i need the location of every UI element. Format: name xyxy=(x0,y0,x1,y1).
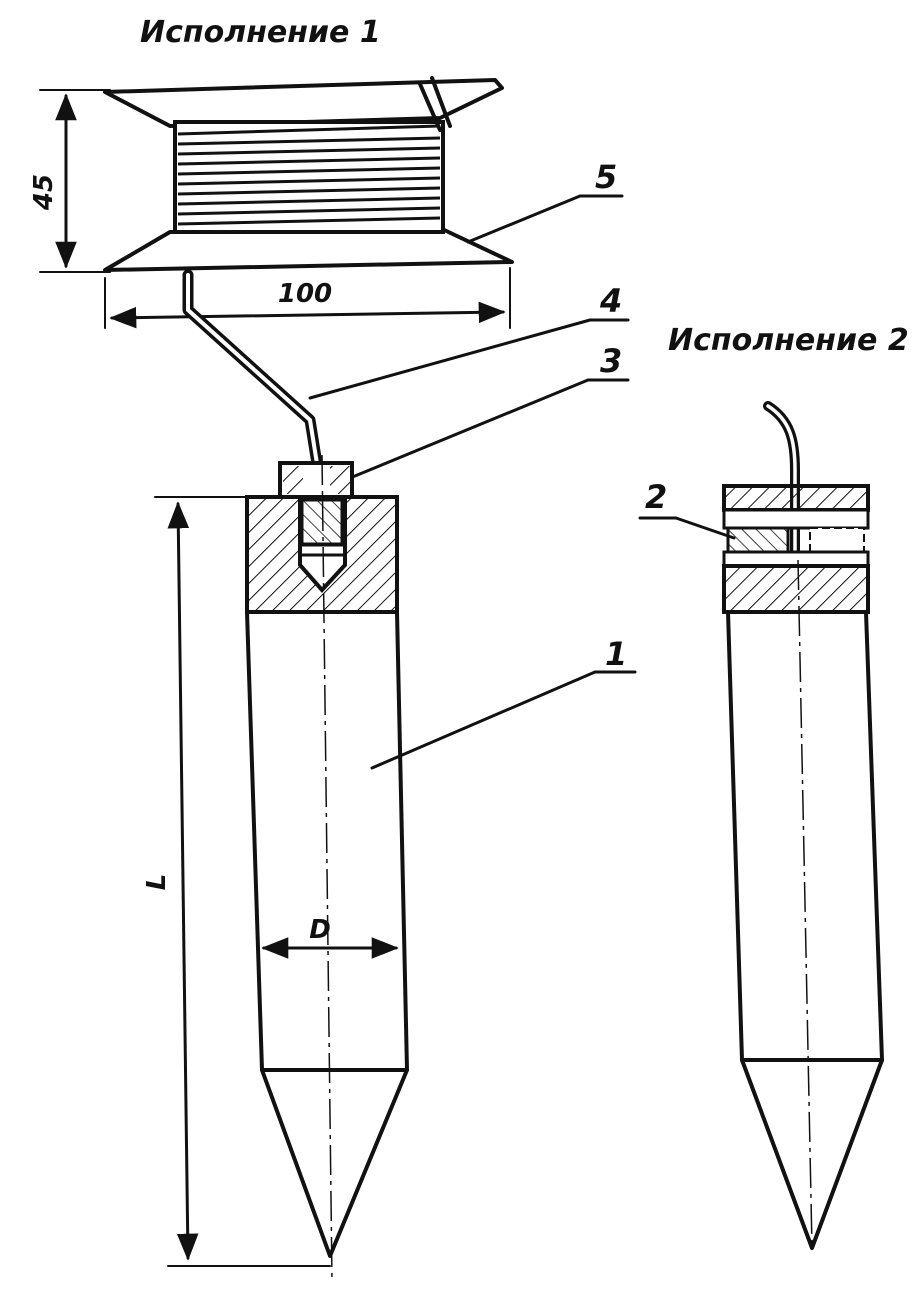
dimension-width-label: 100 xyxy=(278,279,332,309)
dimension-length-label: L xyxy=(142,874,172,891)
dimension-diameter-label: D xyxy=(309,915,331,945)
dimension-height: 45 xyxy=(29,89,111,273)
dimension-width: 100 xyxy=(104,267,511,329)
cable-spool xyxy=(103,76,514,272)
dimension-length: L xyxy=(142,496,331,1267)
callout-part-5: 5 xyxy=(595,158,617,196)
variant-1-title: Исполнение 1 xyxy=(140,15,381,50)
ground-stake-variant-2 xyxy=(722,401,884,1250)
callout-part-4: 4 xyxy=(599,282,622,320)
callout-part-3: 3 xyxy=(600,342,622,380)
callout-part-2: 2 xyxy=(645,478,667,516)
dimension-diameter: D xyxy=(261,915,399,959)
callout-part-1: 1 xyxy=(605,635,627,673)
ground-stake-variant-1 xyxy=(245,454,409,1281)
variant-2-title: Исполнение 2 xyxy=(668,323,909,358)
dimension-height-label: 45 xyxy=(29,174,59,211)
